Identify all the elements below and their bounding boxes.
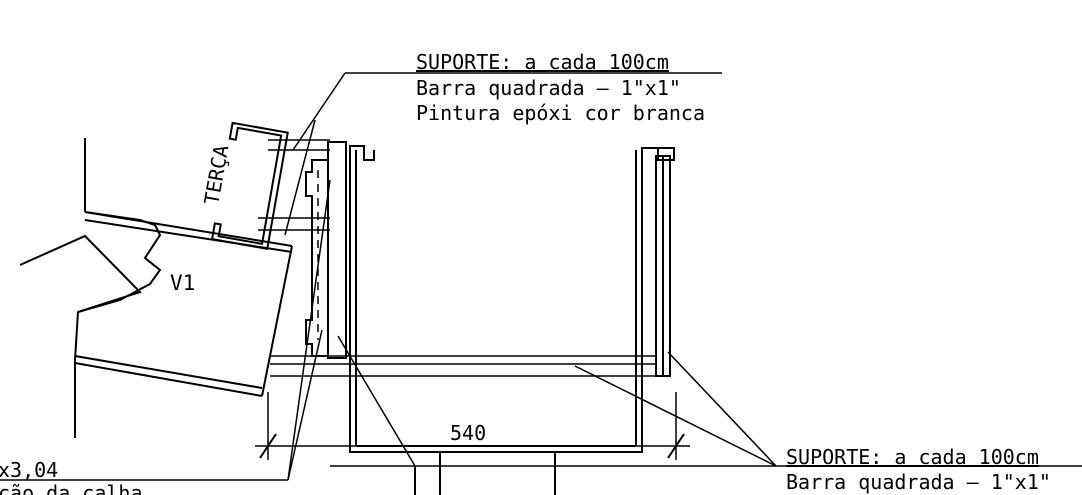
top-note-line3: Pintura epóxi cor branca xyxy=(416,101,705,125)
column-outline xyxy=(19,138,162,438)
top-note-line1: SUPORTE: a cada 100cm xyxy=(416,50,669,74)
bottom-right-note-leader xyxy=(330,335,1082,467)
beam-label: V1 xyxy=(170,271,195,295)
bottom-left-note: x3,04 ção da calha xyxy=(0,458,143,495)
top-note: SUPORTE: a cada 100cm Barra quadrada – 1… xyxy=(416,50,705,125)
top-note-leader xyxy=(284,72,722,236)
gutter-body xyxy=(349,145,675,453)
gutter-bracket xyxy=(305,141,347,359)
top-note-line2: Barra quadrada – 1"x1" xyxy=(416,76,681,100)
bottom-left-note-line1: x3,04 xyxy=(0,458,58,482)
drain-outlet xyxy=(414,452,556,495)
purlin-support-bars xyxy=(258,139,330,231)
dimension-label: 540 xyxy=(450,421,486,445)
bottom-right-note: SUPORTE: a cada 100cm Barra quadrada – 1… xyxy=(786,445,1051,494)
purlin-label: TERÇA xyxy=(199,143,233,206)
bottom-left-note-leader xyxy=(0,179,331,481)
gutter-support-bars xyxy=(270,355,656,377)
dimension-540: 540 xyxy=(255,392,690,460)
beam-v1: V1 xyxy=(74,211,293,397)
bottom-right-note-line2: Barra quadrada – 1"x1" xyxy=(786,470,1051,494)
bottom-right-note-line1: SUPORTE: a cada 100cm xyxy=(786,445,1039,469)
bottom-left-note-line2: ção da calha xyxy=(0,481,143,495)
